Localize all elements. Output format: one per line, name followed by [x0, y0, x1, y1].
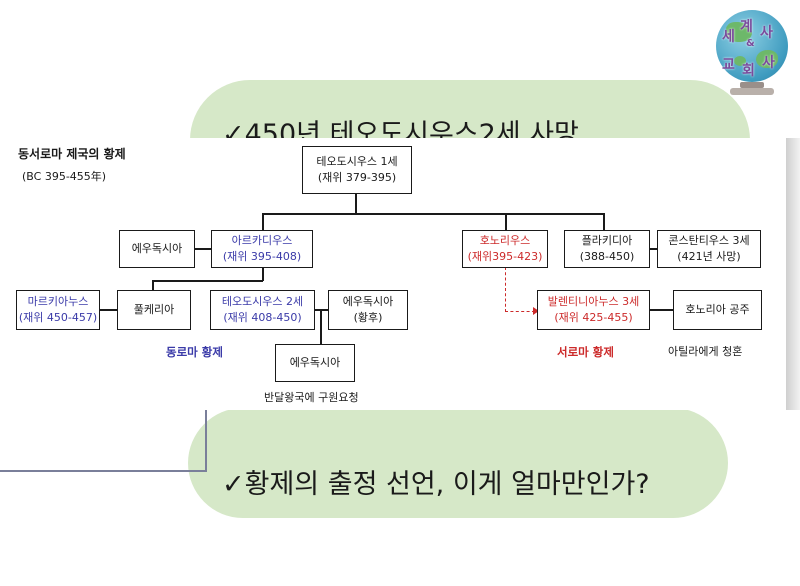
logo-char: 계 — [740, 19, 753, 35]
logo-char: & — [746, 38, 755, 49]
logo-char: 사 — [760, 25, 773, 41]
node-name: 호노리우스 — [479, 234, 531, 248]
connector-line — [355, 194, 357, 214]
node-name: 발렌티니아누스 3세 — [547, 295, 640, 309]
node-reign: (재위 379-395) — [317, 171, 397, 184]
node-eudoxia-top: 에우독시아 — [119, 230, 195, 268]
globe-base — [730, 88, 774, 95]
panel-shadow — [786, 138, 800, 410]
logo-char: 교 — [722, 57, 735, 73]
node-reign: (388-450) — [579, 250, 635, 263]
node-reign: (재위 408-450) — [223, 311, 302, 324]
node-reign: (421년 사망) — [677, 250, 741, 263]
node-eudoxia-empress: 에우독시아 (황후) — [328, 290, 408, 330]
connector-line — [152, 280, 154, 290]
connector-line — [649, 248, 658, 250]
node-theodosius-1: 테오도시우스 1세 (재위 379-395) — [302, 146, 412, 194]
node-theodosius-2: 테오도시우스 2세 (재위 408-450) — [210, 290, 315, 330]
highlight-bottom — [188, 408, 728, 518]
node-constantius-3: 콘스탄티우스 3세 (421년 사망) — [657, 230, 761, 268]
logo-char: 회 — [742, 63, 755, 79]
node-honoria: 호노리아 공주 — [673, 290, 762, 330]
chart-subtitle: (BC 395-455年) — [22, 170, 107, 183]
succession-dashed-line — [505, 311, 535, 312]
node-name: 테오도시우스 1세 — [316, 155, 398, 169]
node-name: 에우독시아 — [289, 356, 341, 370]
succession-dashed-line — [505, 267, 506, 312]
bullet-bottom-text: ✓황제의 출정 선언, 이게 얼마만인가? — [222, 469, 650, 500]
node-reign: (재위 395-408) — [222, 250, 302, 263]
bracket-horizontal — [0, 470, 207, 472]
node-name: 호노리아 공주 — [685, 303, 750, 317]
node-valentinian-3: 발렌티니아누스 3세 (재위 425-455) — [537, 290, 650, 330]
connector-line — [100, 309, 118, 311]
globe-logo: 세 계 사 & 교 회 사 — [712, 10, 792, 96]
connector-line — [603, 213, 605, 230]
node-placidia: 플라키디아 (388-450) — [564, 230, 650, 268]
node-marcian: 마르키아누스 (재위 450-457) — [16, 290, 100, 330]
node-reign: (재위395-423) — [467, 250, 543, 263]
globe-stand — [740, 82, 764, 88]
label-attila-proposal: 아틸라에게 청혼 — [668, 345, 743, 358]
node-name: 풀케리아 — [133, 303, 175, 317]
logo-char: 세 — [722, 29, 735, 45]
node-reign: (재위 425-455) — [554, 311, 633, 324]
connector-line — [650, 309, 673, 311]
connector-line — [262, 213, 264, 230]
label-vandal-request: 반달왕국에 구원요청 — [264, 391, 359, 404]
connector-line — [194, 248, 211, 250]
node-name: 테오도시우스 2세 — [221, 295, 304, 309]
connector-line — [320, 309, 322, 344]
logo-char: 사 — [762, 55, 775, 71]
node-name: 플라키디아 — [581, 234, 633, 248]
arrowhead-icon — [533, 307, 539, 315]
node-name: 에우독시아 — [342, 295, 394, 309]
label-western-emperor: 서로마 황제 — [557, 345, 614, 359]
node-arcadius: 아르카디우스 (재위 395-408) — [211, 230, 313, 268]
bracket-vertical — [205, 410, 207, 472]
node-reign: (재위 450-457) — [18, 311, 98, 324]
connector-line — [505, 213, 507, 230]
node-pulcheria: 풀케리아 — [117, 290, 191, 330]
node-honorius: 호노리우스 (재위395-423) — [462, 230, 548, 268]
connector-line — [262, 268, 264, 281]
node-eudoxia-bottom: 에우독시아 — [275, 344, 355, 382]
node-name: 아르카디우스 — [231, 234, 293, 248]
chart-title: 동서로마 제국의 황제 — [18, 147, 126, 161]
connector-line — [152, 280, 263, 282]
globe-icon — [716, 10, 788, 82]
node-name: 에우독시아 — [131, 242, 183, 256]
node-reign: (황후) — [353, 311, 383, 324]
node-name: 마르키아누스 — [27, 295, 89, 309]
node-name: 콘스탄티우스 3세 — [668, 234, 750, 248]
label-eastern-emperor: 동로마 황제 — [166, 345, 223, 359]
connector-line — [262, 213, 604, 215]
